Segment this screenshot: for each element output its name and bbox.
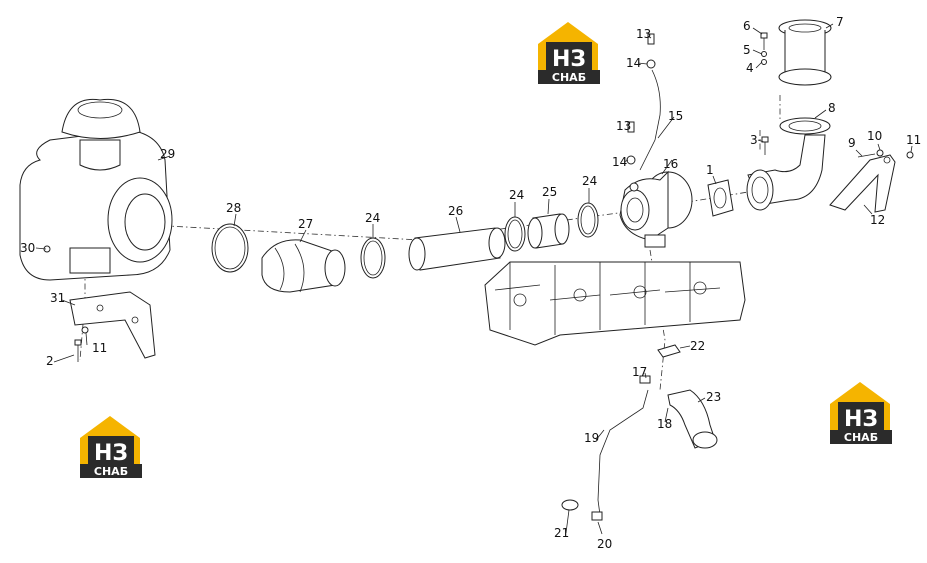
logo-mark: НЗ bbox=[94, 441, 128, 466]
clamp-24-c bbox=[577, 202, 599, 238]
clamp-24-b bbox=[504, 216, 526, 252]
logo-mark: НЗ bbox=[552, 47, 586, 72]
callout-4: 4 bbox=[746, 61, 754, 75]
bracket-12 bbox=[829, 154, 896, 213]
callout-26: 26 bbox=[448, 204, 463, 218]
exhaust-elbow-8 bbox=[746, 117, 831, 211]
callout-18: 18 bbox=[657, 417, 672, 431]
callout-23: 23 bbox=[706, 390, 721, 404]
callout-2: 2 bbox=[46, 354, 54, 368]
callout-3: 3 bbox=[750, 133, 758, 147]
washer-11-left bbox=[81, 326, 89, 334]
engine-block bbox=[484, 261, 746, 346]
callout-12: 12 bbox=[870, 213, 885, 227]
callout-25: 25 bbox=[542, 185, 557, 199]
callout-21: 21 bbox=[554, 526, 569, 540]
logo-left: НЗ СНАБ bbox=[80, 416, 142, 478]
callout-11-left: 11 bbox=[92, 341, 107, 355]
callout-13-top: 13 bbox=[636, 27, 651, 41]
callout-14-top: 14 bbox=[626, 56, 641, 70]
clamp-28 bbox=[211, 223, 249, 273]
elbow-hose-27 bbox=[261, 239, 346, 293]
logo-caption: СНАБ bbox=[552, 71, 586, 84]
callout-7: 7 bbox=[836, 15, 844, 29]
bolts-4-5-6 bbox=[760, 32, 768, 65]
oil-return-line bbox=[561, 344, 718, 521]
gasket-1 bbox=[707, 179, 734, 217]
callout-14-mid: 14 bbox=[612, 155, 627, 169]
callout-24-left: 24 bbox=[365, 211, 380, 225]
callout-19: 19 bbox=[584, 431, 599, 445]
callout-28: 28 bbox=[226, 201, 241, 215]
logo-right: НЗ СНАБ bbox=[830, 382, 892, 444]
callout-29: 29 bbox=[160, 147, 175, 161]
callout-1: 1 bbox=[706, 163, 714, 177]
leader-lines bbox=[35, 23, 913, 535]
air-cleaner bbox=[19, 98, 173, 281]
callout-20: 20 bbox=[597, 537, 612, 551]
turbocharger-16 bbox=[619, 170, 693, 248]
callout-8: 8 bbox=[828, 101, 836, 115]
callout-31: 31 bbox=[50, 291, 65, 305]
bolt-2 bbox=[74, 339, 82, 362]
callout-6: 6 bbox=[743, 19, 751, 33]
bolt-3 bbox=[761, 136, 769, 155]
callout-24-right: 24 bbox=[582, 174, 597, 188]
intake-tube-26 bbox=[408, 227, 506, 271]
logo-caption: СНАБ bbox=[94, 465, 128, 478]
clamp-24-a bbox=[360, 237, 386, 279]
callout-5: 5 bbox=[743, 43, 751, 57]
callout-9: 9 bbox=[848, 136, 856, 150]
callout-numbers: 1 2 3 4 5 6 7 8 9 10 11 11 12 13 13 14 1… bbox=[20, 15, 921, 551]
callout-10: 10 bbox=[867, 129, 882, 143]
mount-bracket bbox=[69, 291, 156, 359]
sleeve-25 bbox=[527, 213, 570, 249]
logo-top: НЗ СНАБ bbox=[538, 22, 600, 84]
logo-caption: СНАБ bbox=[844, 431, 878, 444]
logo-mark: НЗ bbox=[844, 407, 878, 432]
callout-13-mid: 13 bbox=[616, 119, 631, 133]
callout-24-mid: 24 bbox=[509, 188, 524, 202]
callout-27: 27 bbox=[298, 217, 313, 231]
flange-pipe-7 bbox=[778, 19, 832, 86]
oil-supply-line bbox=[626, 33, 661, 171]
callout-11-right: 11 bbox=[906, 133, 921, 147]
bolts-9-10-11 bbox=[857, 149, 914, 159]
callout-17: 17 bbox=[632, 365, 647, 379]
callout-22: 22 bbox=[690, 339, 705, 353]
callout-15: 15 bbox=[668, 109, 683, 123]
callout-30: 30 bbox=[20, 241, 35, 255]
